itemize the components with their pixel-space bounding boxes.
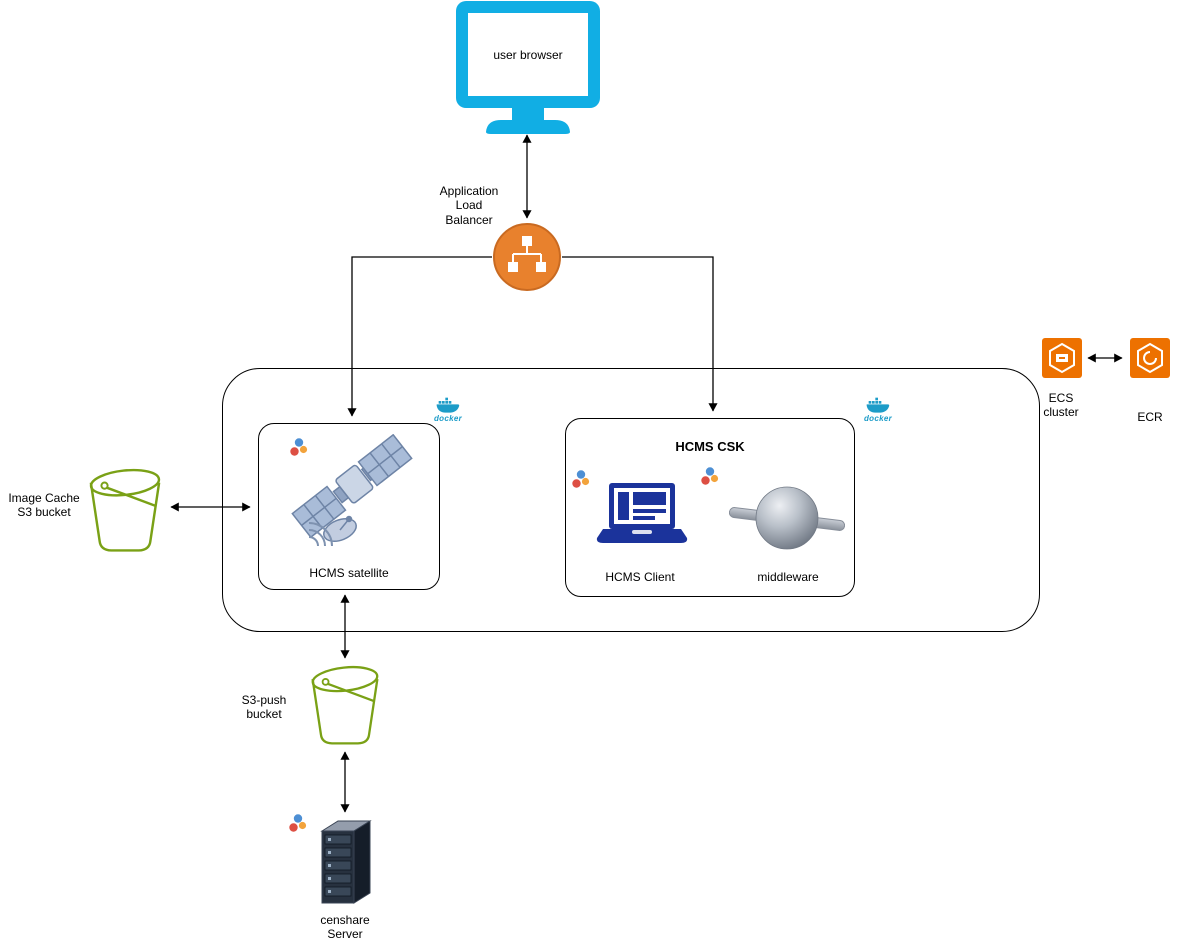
censhare-logo-icon — [700, 466, 720, 488]
user-browser-label: user browser — [466, 48, 590, 62]
s3-push-bucket-label: S3-push bucket — [228, 693, 300, 722]
hcms-satellite-box — [258, 423, 440, 590]
s3-bucket-icon — [308, 663, 382, 747]
middleware-sphere-icon — [729, 483, 845, 555]
label-line: Balancer — [445, 212, 493, 227]
server-rack-icon — [317, 818, 375, 908]
label-line: docker — [433, 414, 463, 423]
hcms-csk-box — [565, 418, 855, 597]
docker-wordmark: docker — [858, 414, 898, 424]
label-line: Image Cache — [8, 491, 80, 505]
label-line: S3 bucket — [17, 505, 71, 520]
label-line: user browser — [493, 48, 563, 62]
laptop-icon — [596, 483, 688, 545]
docker-wordmark: docker — [428, 414, 468, 424]
docker-icon — [861, 397, 895, 413]
alb-label: Application Load Balancer — [420, 184, 518, 227]
censhare-logo-icon — [289, 437, 309, 459]
hcms-satellite-label: HCMS satellite — [260, 566, 438, 580]
ecr-label: ECR — [1124, 410, 1176, 424]
label-line: censhare — [320, 913, 370, 927]
label-line: Application — [439, 184, 499, 198]
docker-icon — [431, 397, 465, 413]
label-line: ECR — [1137, 410, 1163, 424]
load-balancer-icon — [492, 222, 562, 292]
monitor-icon — [455, 0, 601, 134]
censhare-server-label: censhare Server — [312, 913, 378, 942]
label-line: Load — [455, 198, 483, 213]
s3-bucket-icon — [86, 466, 164, 554]
label-line: S3-push — [241, 693, 287, 707]
ecr-icon — [1130, 338, 1170, 378]
ecs-cluster-icon — [1042, 338, 1082, 378]
image-cache-bucket-label: Image Cache S3 bucket — [2, 491, 86, 520]
satellite-icon — [288, 434, 416, 560]
label-line: HCMS Client — [605, 570, 675, 584]
hcms-csk-title: HCMS CSK — [565, 439, 855, 455]
label-line: middleware — [757, 570, 819, 584]
label-line: HCMS satellite — [309, 566, 389, 580]
censhare-logo-icon — [571, 469, 591, 491]
ecs-cluster-label: ECS cluster — [1030, 391, 1092, 420]
middleware-label: middleware — [733, 570, 843, 584]
censhare-logo-icon — [288, 813, 308, 835]
label-line: ECS — [1048, 391, 1074, 405]
label-line: bucket — [246, 707, 282, 722]
label-line: docker — [863, 414, 893, 423]
label-line: Server — [327, 927, 363, 942]
hcms-client-label: HCMS Client — [585, 570, 695, 584]
label-line: HCMS CSK — [675, 439, 745, 454]
label-line: cluster — [1043, 405, 1079, 420]
